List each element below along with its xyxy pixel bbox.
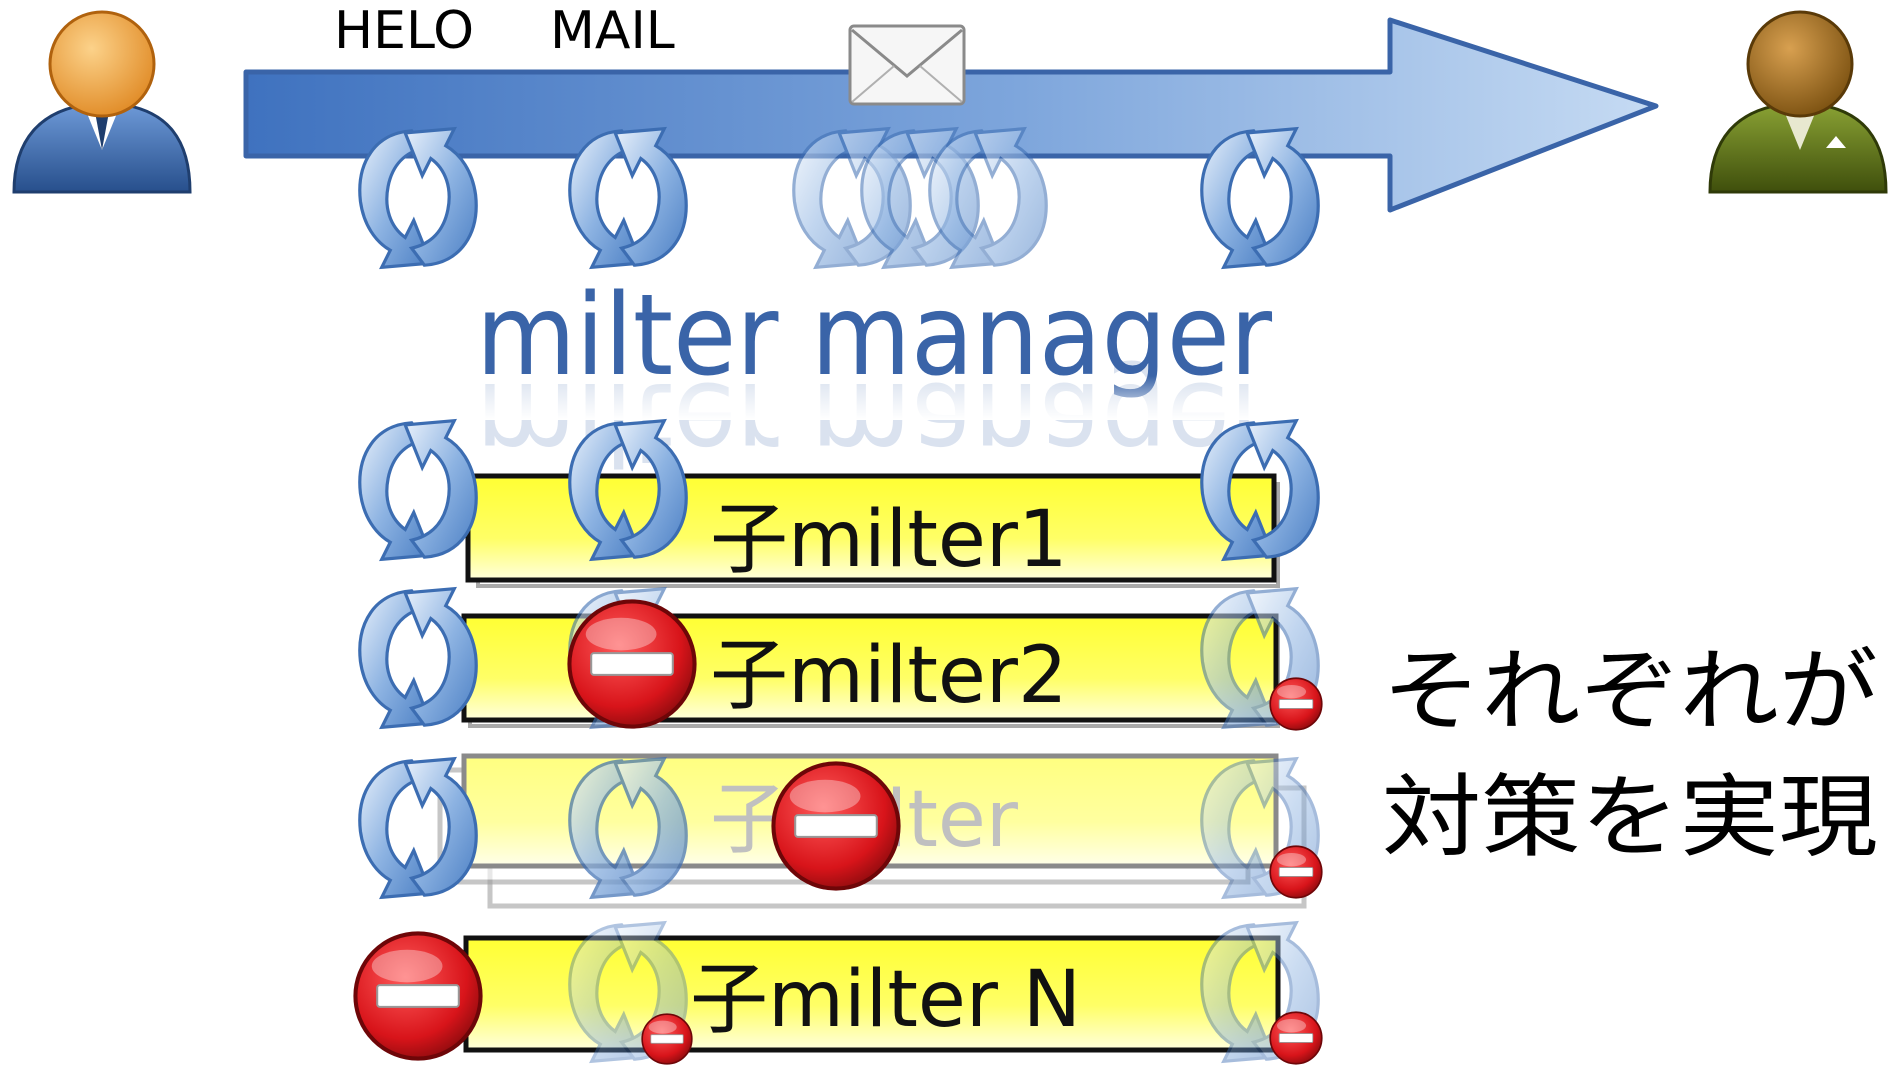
stop-icon: [355, 933, 480, 1058]
envelope-icon: [848, 24, 966, 106]
child-milter-1-label: 子milter1: [710, 495, 1068, 585]
stop-icon: [1269, 677, 1323, 731]
stop-icon: [1269, 845, 1323, 899]
mail-label: MAIL: [550, 1, 675, 61]
stop-icon: [641, 1013, 693, 1065]
stop-icon: [773, 763, 898, 888]
stop-icon: [569, 601, 694, 726]
title-reflection: milter manager: [470, 357, 1280, 487]
helo-label: HELO: [334, 1, 474, 61]
receiver-user-icon: [1708, 10, 1888, 194]
stop-icon: [1269, 1011, 1323, 1065]
refresh-icon: [358, 418, 478, 562]
child-milter-n-label: 子milter N: [690, 955, 1081, 1045]
child-milter-2-label: 子milter2: [710, 631, 1068, 721]
note-line-2: 対策を実現: [1382, 765, 1878, 870]
note-line-1: それぞれが: [1382, 639, 1878, 744]
sender-user-icon: [12, 10, 192, 194]
refresh-icon: [358, 586, 478, 730]
